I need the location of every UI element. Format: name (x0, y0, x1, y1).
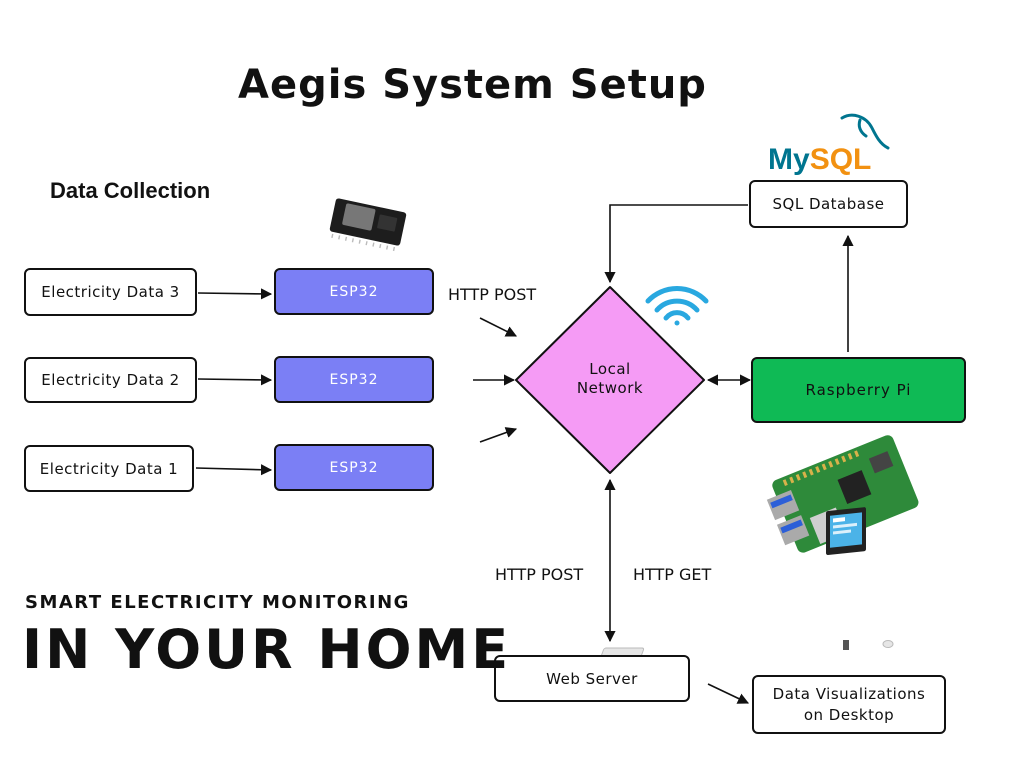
desktop-computer-icon (598, 507, 894, 665)
tagline-small: SMART ELECTRICITY MONITORING (25, 592, 410, 613)
esp32-box-2: ESP32 (274, 356, 434, 403)
esp32-box-3: ESP32 (274, 268, 434, 315)
mysql-logo-sql: SQL (809, 143, 872, 176)
arrow-webserver-to-visualization (707, 683, 750, 704)
web-server-box: Web Server (494, 655, 690, 702)
sql-database-box: SQL Database (749, 180, 908, 228)
arrow-source3-to-esp32 (197, 288, 273, 300)
section-title-data-collection: Data Collection (50, 178, 211, 203)
local-network-diamond (515, 286, 705, 474)
esp32-board-icon (329, 198, 407, 252)
raspberry-pi-box: Raspberry Pi (751, 357, 966, 423)
arrow-esp-to-network-bottom (479, 427, 518, 443)
arrow-database-to-network (604, 204, 748, 284)
esp32-box-1: ESP32 (274, 444, 434, 491)
mysql-dolphin-icon (840, 113, 890, 150)
electricity-data-3-box: Electricity Data 3 (24, 268, 197, 316)
electricity-data-1-box: Electricity Data 1 (24, 445, 194, 492)
electricity-data-2-box: Electricity Data 2 (24, 357, 197, 403)
local-network-label-line2: Network (576, 379, 644, 397)
mysql-logo: MySQL (768, 143, 871, 177)
diagram-title: Aegis System Setup (238, 62, 707, 108)
arrow-esp-to-network-top (479, 317, 518, 337)
local-network-label-line1: Local (589, 360, 631, 378)
data-visualizations-line2: on Desktop (803, 705, 895, 724)
tagline-big: IN YOUR HOME (22, 618, 512, 681)
edge-label-http-post-esp: HTTP POST (448, 285, 537, 304)
mysql-logo-my: My (768, 143, 810, 176)
local-network-label: Local Network (545, 360, 675, 398)
arrow-source2-to-esp32 (197, 374, 273, 386)
edge-label-http-post-server: HTTP POST (495, 565, 584, 584)
wifi-icon (645, 286, 709, 326)
arrow-source1-to-esp32 (195, 464, 273, 476)
edge-label-http-get-server: HTTP GET (633, 565, 712, 584)
data-visualizations-box: Data Visualizations on Desktop (752, 675, 946, 734)
data-visualizations-line1: Data Visualizations (772, 684, 926, 703)
